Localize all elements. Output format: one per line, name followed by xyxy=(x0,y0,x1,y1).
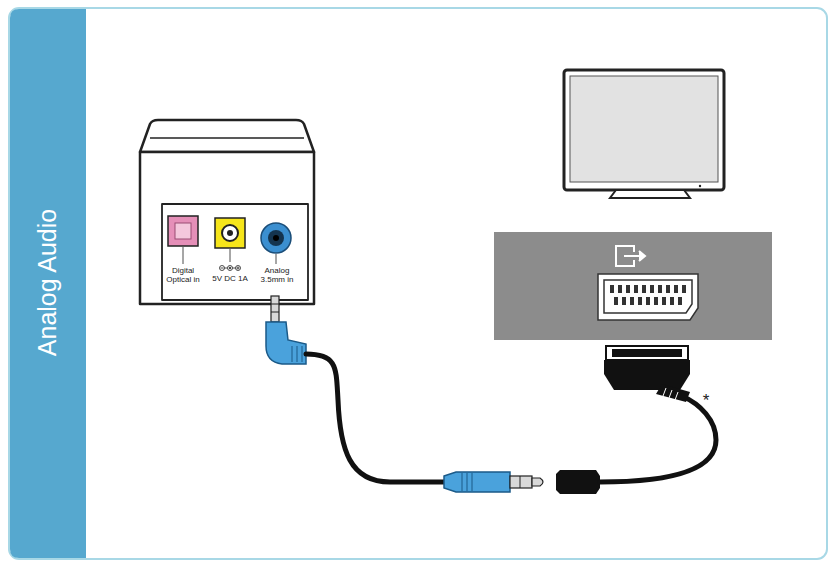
scart-pin xyxy=(662,297,666,305)
scart-pin xyxy=(658,285,662,293)
scart-pin xyxy=(634,285,638,293)
scart-pin xyxy=(618,285,622,293)
scart-pin xyxy=(670,297,674,305)
scart-pin xyxy=(666,285,670,293)
scart-pin xyxy=(654,297,658,305)
scart-pin xyxy=(622,297,626,305)
scart-pin xyxy=(610,285,614,293)
scart-pin xyxy=(646,297,650,305)
scart-plug xyxy=(604,346,690,402)
side-title: Analog Audio xyxy=(34,208,63,355)
scart-pin xyxy=(638,297,642,305)
frame xyxy=(9,8,827,559)
scart-pin xyxy=(642,285,646,293)
scart-socket xyxy=(598,274,698,320)
scart-pin xyxy=(678,297,682,305)
scart-pin xyxy=(682,285,686,293)
scart-pin xyxy=(650,285,654,293)
audio-cable xyxy=(306,354,446,482)
footnote-mark: * xyxy=(699,392,713,410)
dc-port xyxy=(215,218,245,271)
scart-pin xyxy=(674,285,678,293)
analog-port xyxy=(261,223,291,264)
connector-panel xyxy=(494,232,772,340)
side-band xyxy=(10,9,86,558)
port-label: 5V DC 1A xyxy=(208,274,252,283)
optical-port xyxy=(168,216,198,264)
female-jack xyxy=(556,470,600,494)
port-label: Digital Optical in xyxy=(161,266,205,284)
angled-jack-plug xyxy=(266,296,306,364)
tv xyxy=(564,70,724,198)
scart-cable xyxy=(600,396,716,482)
straight-jack-plug xyxy=(444,472,543,492)
speaker-device xyxy=(140,120,314,304)
output-icon xyxy=(616,246,645,266)
scart-pin xyxy=(630,297,634,305)
scart-pin xyxy=(626,285,630,293)
port-label: Analog 3.5mm in xyxy=(257,266,297,284)
scart-pin xyxy=(614,297,618,305)
